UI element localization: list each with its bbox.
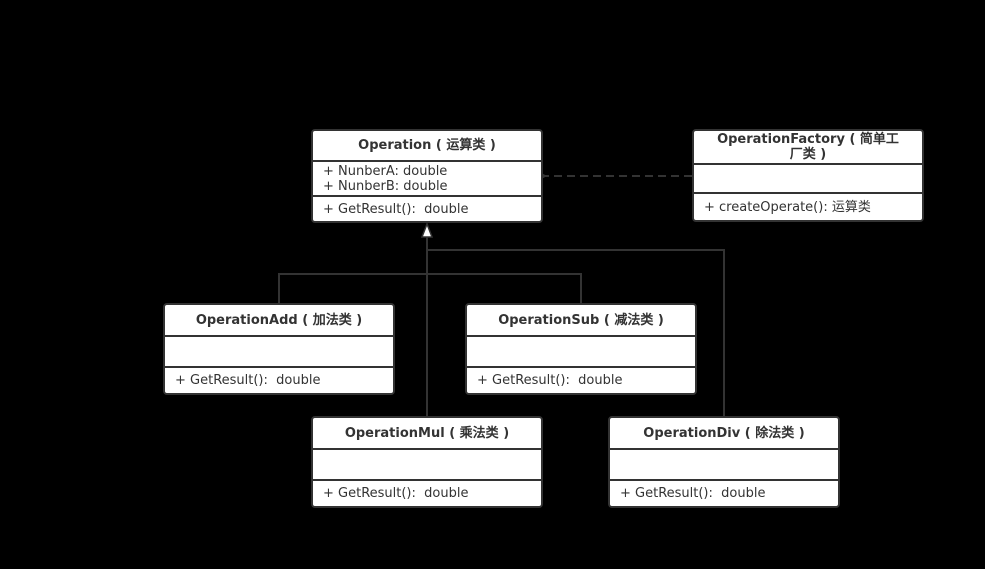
class-factory[interactable]: OperationFactory ( 简单工厂类 ) + createOpera… [692, 129, 924, 222]
class-mul[interactable]: OperationMul ( 乘法类 ) + GetResult(): doub… [311, 416, 543, 508]
inheritance-line-div [427, 249, 725, 416]
class-factory-name: OperationFactory ( 简单工厂类 ) [717, 132, 899, 162]
operation: + GetResult(): double [477, 373, 623, 388]
inheritance-arrowhead [420, 221, 434, 238]
class-div-name: OperationDiv ( 除法类 ) [610, 418, 838, 450]
class-div-operations: + GetResult(): double [610, 481, 838, 506]
inheritance-line-add [278, 273, 427, 303]
operation: + GetResult(): double [323, 486, 469, 501]
class-add-name: OperationAdd ( 加法类 ) [165, 305, 393, 337]
class-operation-operations: + GetResult(): double [313, 197, 541, 221]
class-add[interactable]: OperationAdd ( 加法类 ) + GetResult(): doub… [163, 303, 395, 395]
class-operation-attributes: + NunberA: double + NunberB: double [313, 162, 541, 197]
class-sub-attributes [467, 337, 695, 368]
class-mul-attributes [313, 450, 541, 481]
class-sub[interactable]: OperationSub ( 减法类 ) + GetResult(): doub… [465, 303, 697, 395]
class-div[interactable]: OperationDiv ( 除法类 ) + GetResult(): doub… [608, 416, 840, 508]
operation: + GetResult(): double [175, 373, 321, 388]
attribute: + NunberB: double [323, 178, 448, 194]
class-add-operations: + GetResult(): double [165, 368, 393, 393]
class-div-attributes [610, 450, 838, 481]
class-operation[interactable]: Operation ( 运算类 ) + NunberA: double + Nu… [311, 129, 543, 223]
class-factory-attributes [694, 165, 922, 194]
class-mul-name: OperationMul ( 乘法类 ) [313, 418, 541, 450]
operation: + GetResult(): double [620, 486, 766, 501]
class-add-attributes [165, 337, 393, 368]
class-operation-name: Operation ( 运算类 ) [313, 131, 541, 162]
class-factory-operations: + createOperate(): 运算类 [694, 194, 922, 220]
inheritance-line-sub [427, 273, 582, 303]
attribute: + NunberA: double [323, 163, 448, 179]
class-sub-name: OperationSub ( 减法类 ) [467, 305, 695, 337]
class-sub-operations: + GetResult(): double [467, 368, 695, 393]
operation: + createOperate(): 运算类 [704, 199, 871, 215]
operation: + GetResult(): double [323, 201, 469, 217]
class-mul-operations: + GetResult(): double [313, 481, 541, 506]
